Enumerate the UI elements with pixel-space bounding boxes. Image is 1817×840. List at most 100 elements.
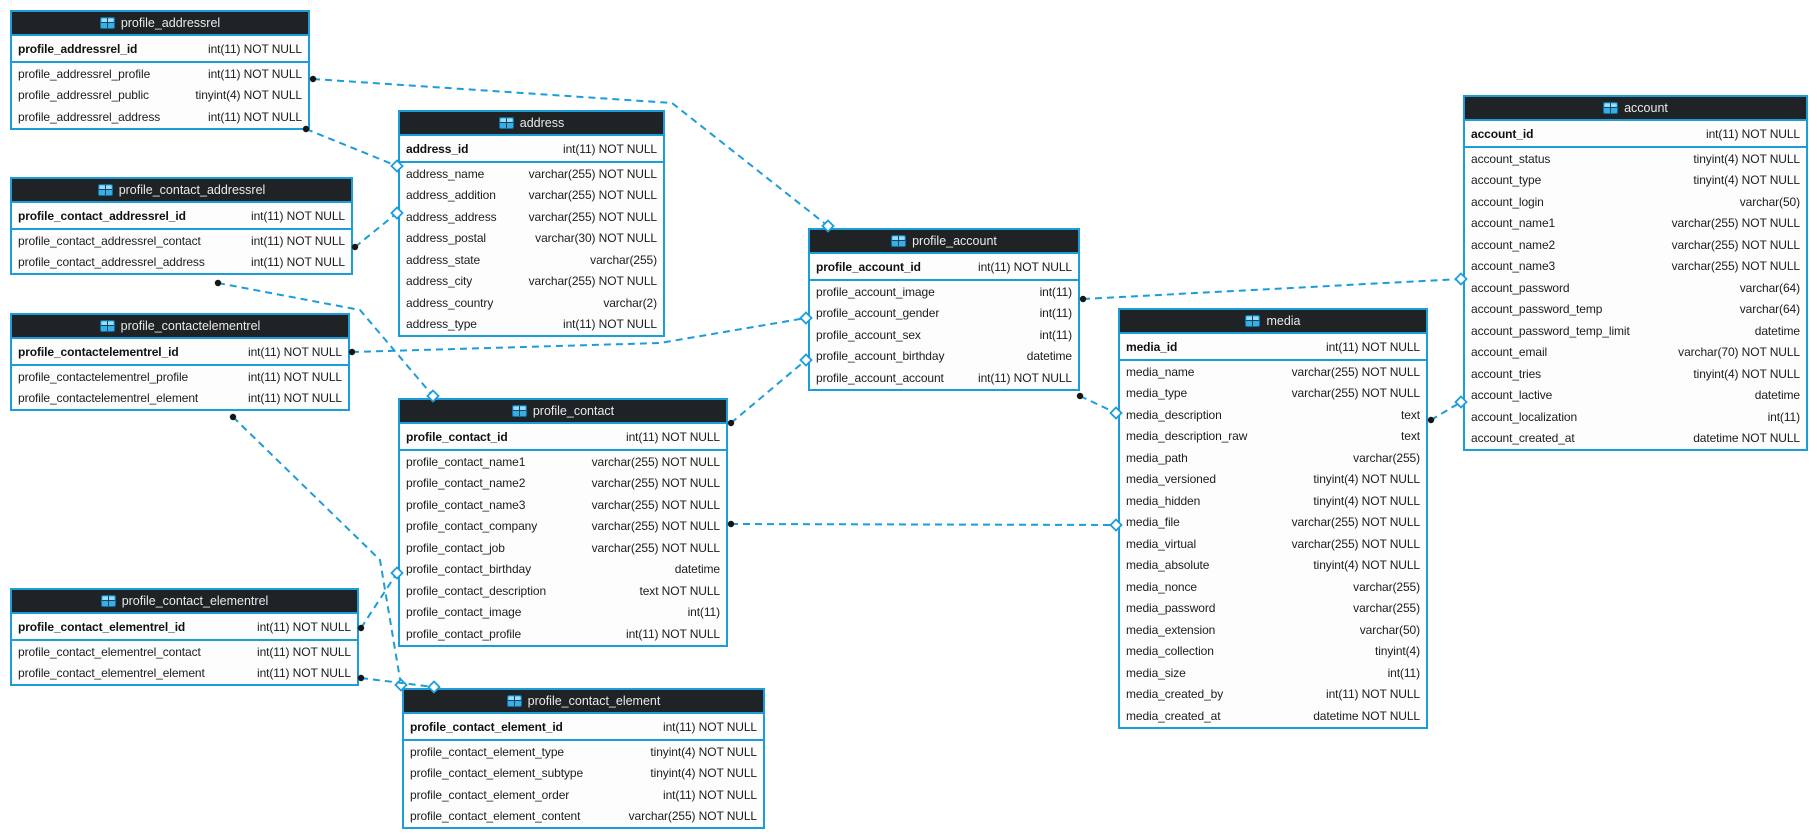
- column-name: profile_contact_elementrel_id: [18, 619, 186, 634]
- table-node-profile_contact_addressrel[interactable]: profile_contact_addressrel profile_contac…: [10, 177, 353, 275]
- relation-profile_contact-to-profile_account[interactable]: [730, 359, 807, 424]
- relation-profile_contact_addressrel-to-address[interactable]: [354, 212, 398, 248]
- column-type: varchar(255) NOT NULL: [528, 274, 657, 289]
- column-type: varchar(255) NOT NULL: [591, 497, 720, 512]
- table-node-profile_contact_element[interactable]: profile_contact_element profile_contact_e…: [402, 688, 765, 829]
- column-name: profile_contact_elementrel_element: [18, 666, 205, 681]
- column-type: varchar(255) NOT NULL: [1291, 364, 1420, 379]
- column-name: profile_account_sex: [816, 327, 921, 342]
- column-type: tinyint(4) NOT NULL: [1313, 558, 1420, 573]
- column-name: profile_account_gender: [816, 306, 940, 321]
- column-name: media_size: [1126, 665, 1186, 680]
- table-title: profile_contact_addressrel: [118, 183, 266, 197]
- column-type: int(11) NOT NULL: [257, 644, 351, 659]
- column-type: int(11): [687, 605, 721, 620]
- column-name: account_login: [1471, 194, 1544, 209]
- column-type: int(11) NOT NULL: [626, 626, 720, 641]
- column-name: address_state: [406, 252, 481, 267]
- table-header[interactable]: profile_account: [810, 230, 1078, 254]
- relation-profile_contact_addressrel-to-profile_contact[interactable]: [217, 282, 434, 397]
- column-type: int(11) NOT NULL: [1326, 339, 1420, 354]
- column-name: account_name3: [1471, 259, 1556, 274]
- column-type: datetime: [1026, 349, 1072, 364]
- relation-profile_account-to-media[interactable]: [1079, 395, 1117, 414]
- relation-profile_contact_elementrel-to-profile_contact[interactable]: [360, 572, 398, 629]
- column-name: profile_contact_addressrel_id: [18, 208, 186, 223]
- column-type: tinyint(4) NOT NULL: [195, 88, 302, 103]
- table-icon: [891, 235, 907, 247]
- column-name: account_created_at: [1471, 431, 1575, 446]
- column-name: account_email: [1471, 345, 1548, 360]
- column-name: account_type: [1471, 173, 1542, 188]
- column-name: media_hidden: [1126, 493, 1201, 508]
- column-type: text: [1401, 407, 1420, 422]
- relation-profile_contact-to-media[interactable]: [730, 523, 1117, 526]
- relation-profile_contact_elementrel-to-profile_contact_element[interactable]: [360, 677, 435, 688]
- column-name: address_addition: [406, 188, 496, 203]
- relation-profile_contactelementrel-to-profile_account[interactable]: [351, 317, 807, 353]
- column-name: profile_addressrel_public: [18, 88, 149, 103]
- table-header[interactable]: profile_contact_element: [404, 690, 763, 714]
- relation-profile_contactelementrel-to-profile_contact_element[interactable]: [232, 416, 402, 686]
- relation-profile_addressrel-to-profile_account[interactable]: [312, 78, 829, 227]
- table-header[interactable]: profile_contact: [400, 400, 726, 424]
- table-node-profile_contact_elementrel[interactable]: profile_contact_elementrel profile_contac…: [10, 588, 359, 686]
- table-header[interactable]: profile_contact_elementrel: [12, 590, 357, 614]
- table-header[interactable]: profile_contact_addressrel: [12, 179, 351, 203]
- table-title: address: [519, 116, 565, 130]
- column-name: account_status: [1471, 151, 1551, 166]
- column-name: profile_contact_name3: [406, 497, 526, 512]
- relation-profile_account-to-account[interactable]: [1082, 278, 1462, 300]
- column-type: int(11) NOT NULL: [251, 255, 345, 270]
- column-type: int(11) NOT NULL: [257, 619, 351, 634]
- table-header[interactable]: account: [1465, 97, 1806, 121]
- column-type: datetime NOT NULL: [1693, 431, 1800, 446]
- table-header[interactable]: address: [400, 112, 663, 136]
- column-type: varchar(255) NOT NULL: [1671, 237, 1800, 252]
- column-type: int(11) NOT NULL: [563, 141, 657, 156]
- column-type: int(11) NOT NULL: [248, 369, 342, 384]
- primary-key-row: profile_contact_elementrel_id int(11) NOT…: [12, 614, 357, 641]
- relation-profile_addressrel-to-address[interactable]: [305, 128, 398, 167]
- table-header[interactable]: profile_addressrel: [12, 12, 308, 36]
- column-type: int(11) NOT NULL: [563, 317, 657, 332]
- table-title: profile_contact_elementrel: [121, 594, 269, 608]
- column-type: varchar(255) NOT NULL: [528, 166, 657, 181]
- table-title: profile_account: [912, 234, 997, 248]
- column-type: int(11): [1767, 409, 1801, 424]
- relation-media-to-account[interactable]: [1430, 401, 1462, 421]
- table-header[interactable]: media: [1120, 310, 1426, 334]
- table-header[interactable]: profile_contactelementrel: [12, 315, 348, 339]
- column-type: varchar(255) NOT NULL: [591, 454, 720, 469]
- column-name: profile_account_birthday: [816, 349, 945, 364]
- column-name: media_nonce: [1126, 579, 1197, 594]
- column-name: profile_contact_description: [406, 583, 547, 598]
- column-name: profile_contact_element_type: [410, 744, 564, 759]
